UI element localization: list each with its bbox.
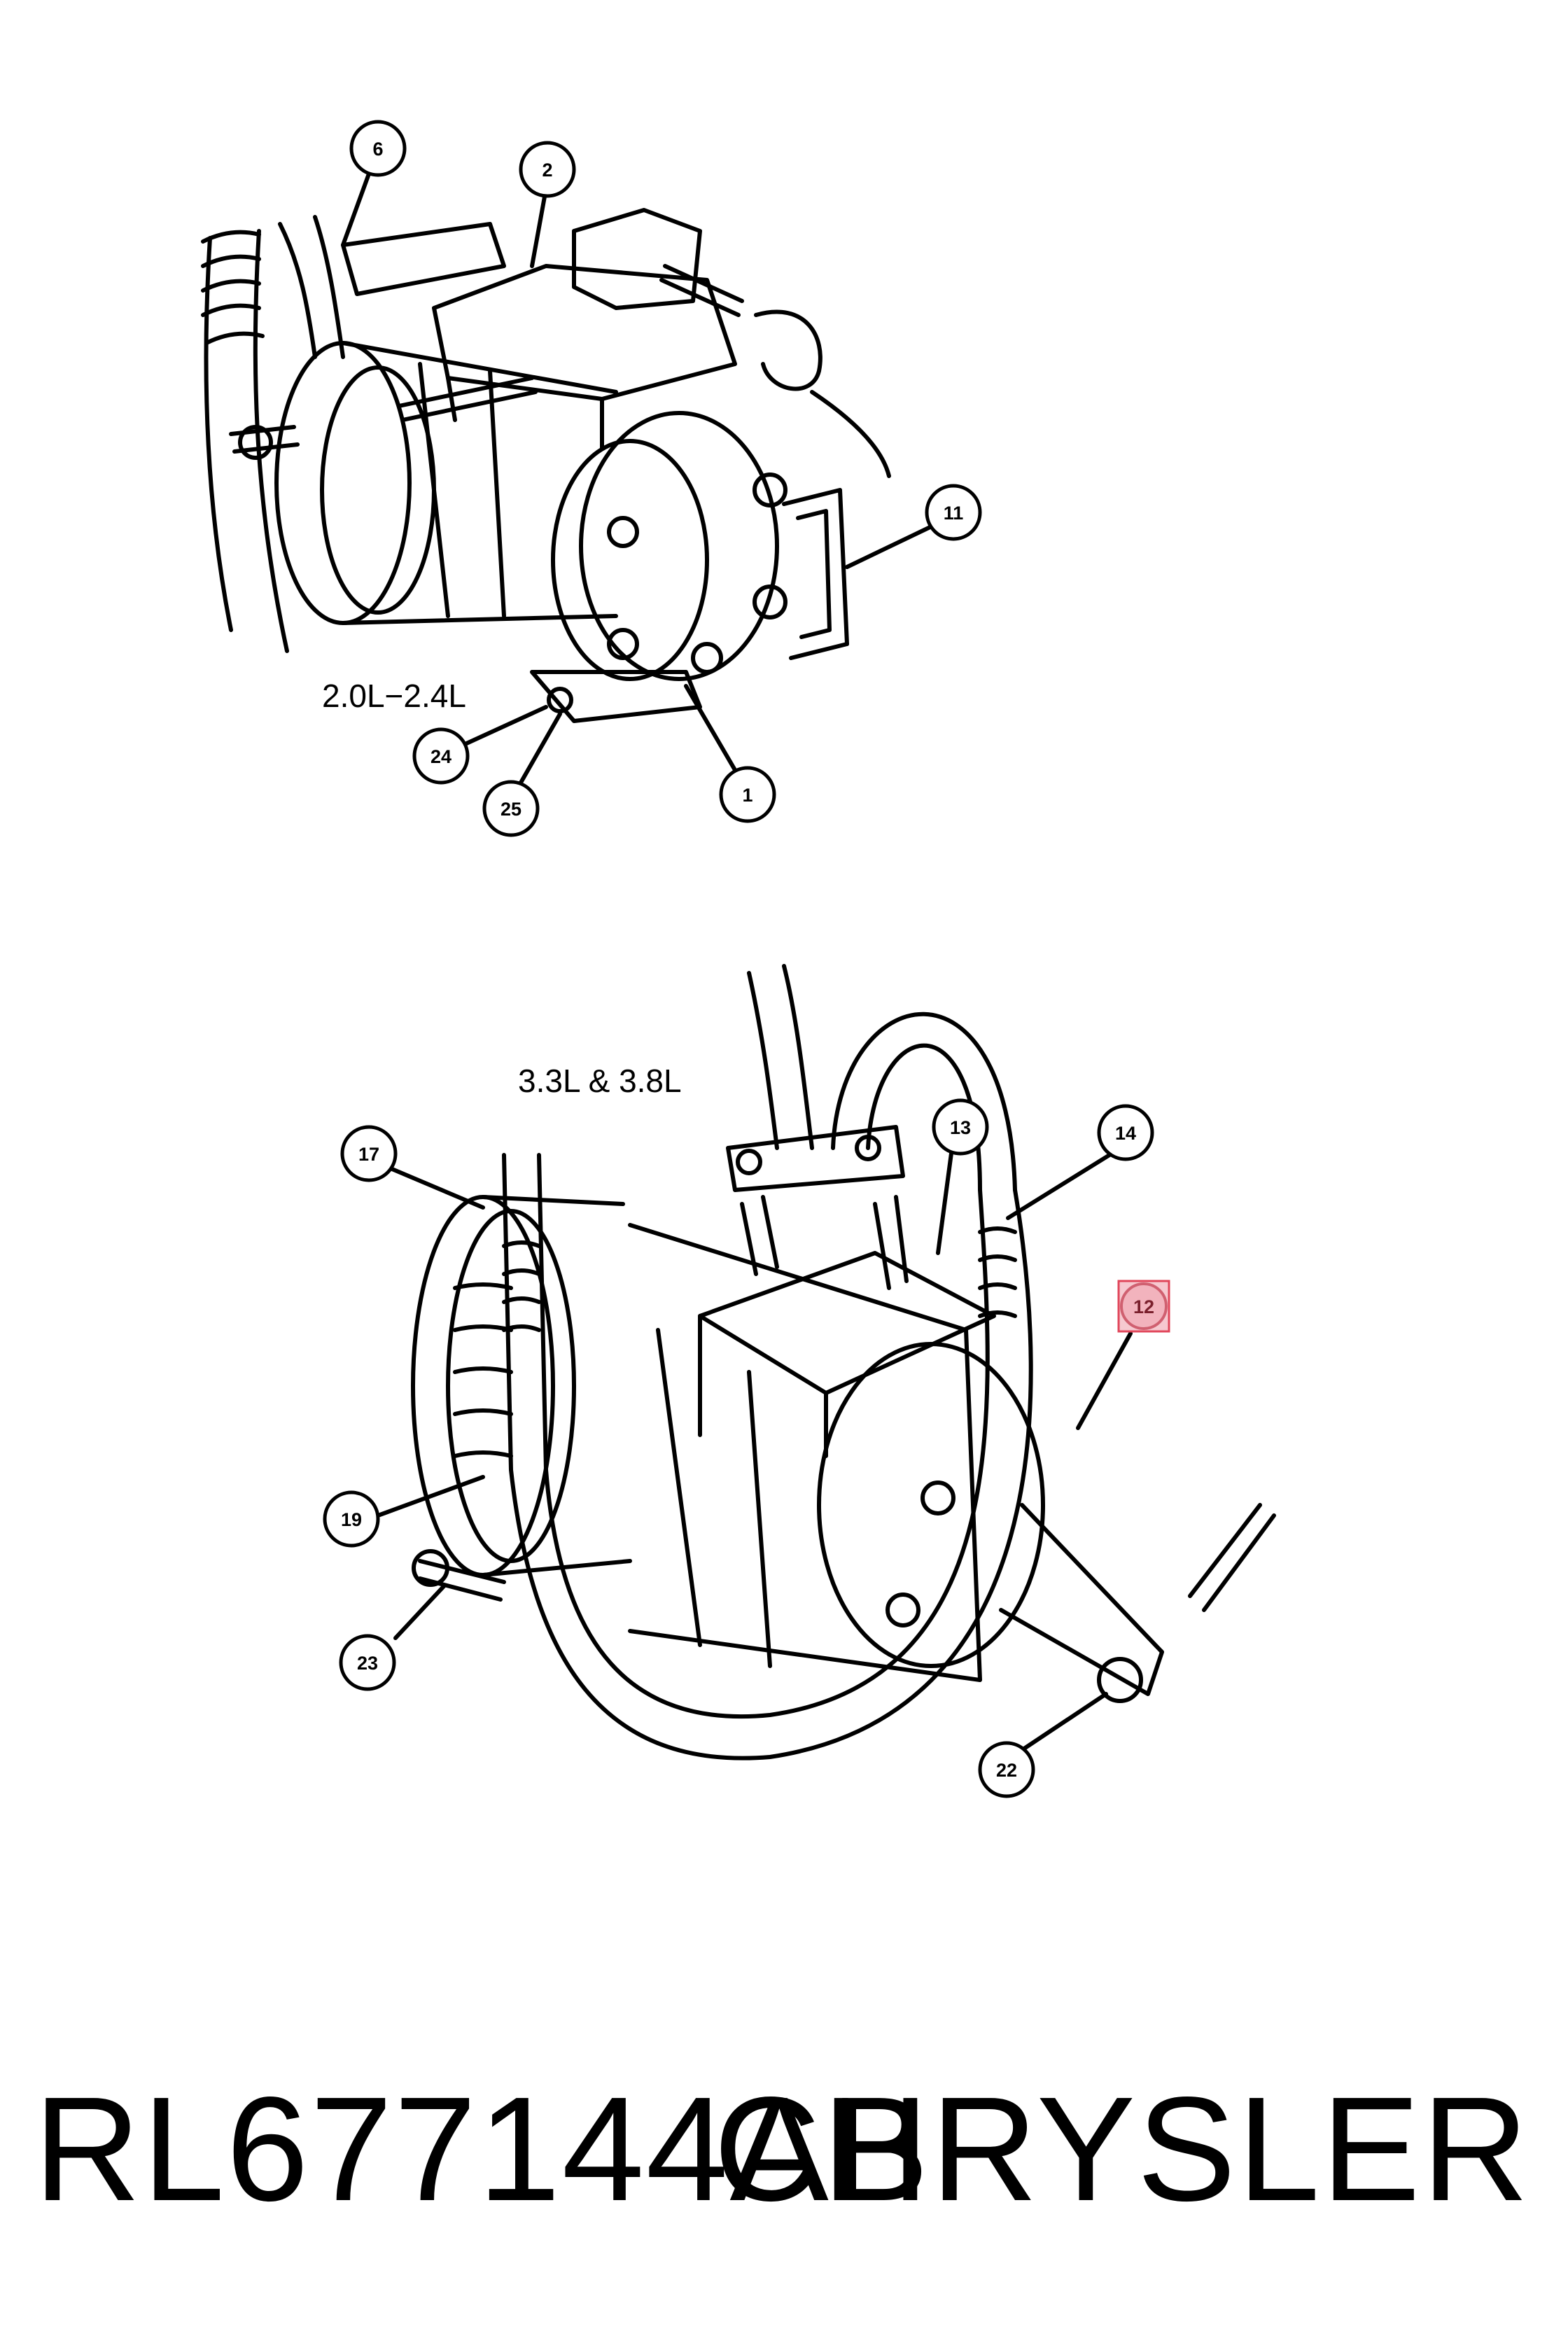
brand-name: CHRYSLER: [713, 2066, 1530, 2232]
callout-12-highlighted[interactable]: 12: [1117, 1280, 1170, 1333]
footer: RL677144AB CHRYSLER: [0, 2044, 1568, 2254]
callout-25[interactable]: 25: [482, 780, 540, 837]
svg-text:11: 11: [944, 503, 964, 524]
svg-text:2: 2: [542, 160, 552, 181]
callout-22[interactable]: 22: [978, 1741, 1035, 1798]
callout-23[interactable]: 23: [339, 1634, 396, 1691]
part-number: RL677144AB: [34, 2066, 931, 2232]
svg-text:6: 6: [372, 139, 383, 160]
svg-text:25: 25: [500, 799, 522, 820]
top-leader-lines: [341, 166, 937, 790]
top-compressor-drawing: 2.0L−2.4L: [201, 208, 891, 723]
svg-text:1: 1: [742, 785, 752, 806]
callout-1[interactable]: 1: [719, 766, 776, 823]
callout-24[interactable]: 24: [412, 727, 470, 785]
svg-text:13: 13: [950, 1117, 971, 1138]
svg-text:19: 19: [341, 1509, 362, 1530]
svg-text:23: 23: [357, 1653, 378, 1674]
bottom-leader-lines: [376, 1146, 1133, 1752]
bottom-engine-label: 3.3L & 3.8L: [518, 1063, 682, 1099]
callouts: 6 2 11 24 25 1 17 13: [323, 120, 1170, 1798]
callout-14[interactable]: 14: [1097, 1104, 1154, 1161]
svg-text:14: 14: [1115, 1123, 1136, 1144]
svg-text:22: 22: [996, 1760, 1017, 1781]
callout-6[interactable]: 6: [349, 120, 407, 177]
callout-17[interactable]: 17: [340, 1125, 398, 1182]
callout-11[interactable]: 11: [925, 484, 982, 541]
svg-text:24: 24: [430, 746, 451, 767]
callout-2[interactable]: 2: [519, 141, 576, 198]
callout-13[interactable]: 13: [932, 1098, 989, 1156]
bottom-compressor-drawing: 3.3L & 3.8L: [411, 964, 1276, 1760]
svg-text:17: 17: [358, 1144, 379, 1165]
callout-19[interactable]: 19: [323, 1490, 380, 1548]
top-engine-label: 2.0L−2.4L: [322, 678, 466, 714]
svg-text:12: 12: [1133, 1296, 1154, 1317]
